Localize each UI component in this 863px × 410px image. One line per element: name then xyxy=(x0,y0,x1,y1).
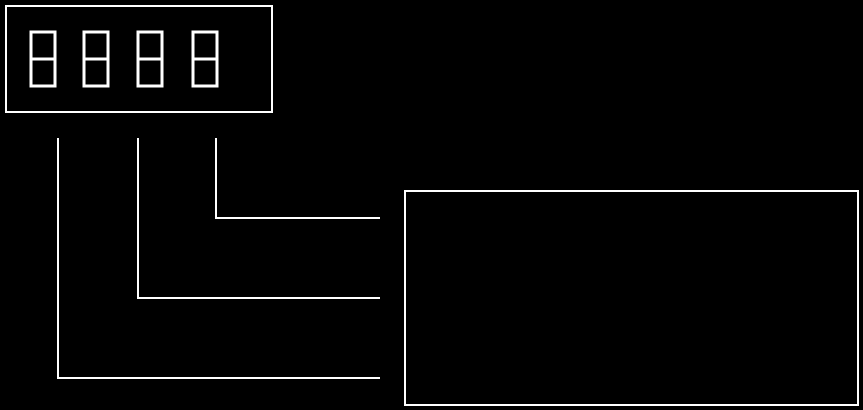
leader-line-1 xyxy=(57,138,380,379)
leader-line-2 xyxy=(137,138,380,299)
display-box xyxy=(5,5,273,113)
leader-line-3 xyxy=(215,138,380,219)
seven-segment-digit-2 xyxy=(82,30,110,88)
target-panel xyxy=(404,190,859,406)
seven-segment-digit-1 xyxy=(29,30,57,88)
seven-segment-digit-3 xyxy=(136,30,164,88)
seven-segment-digit-4 xyxy=(191,30,219,88)
